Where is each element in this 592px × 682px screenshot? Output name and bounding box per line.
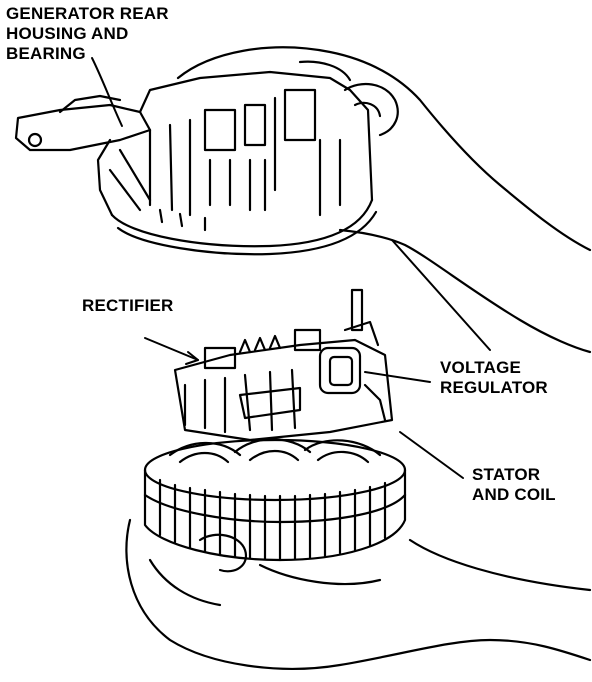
upper-hand	[176, 46, 592, 354]
leader-rectifier-arrowhead	[185, 351, 199, 365]
leader-housing-to-assembly	[391, 239, 491, 351]
label-stator-line1: STATOR	[472, 465, 541, 484]
leader-rectifier	[144, 337, 199, 361]
lower-hand	[125, 518, 592, 670]
leader-voltage-regulator	[364, 371, 431, 383]
label-voltage-line1: VOLTAGE	[440, 358, 522, 377]
label-voltage-line2: REGULATOR	[440, 378, 548, 397]
label-housing-line3: BEARING	[6, 44, 86, 63]
leader-housing	[91, 57, 123, 127]
rear-housing	[14, 70, 378, 256]
label-stator-line2: AND COIL	[472, 485, 556, 504]
leader-stator	[399, 431, 464, 479]
label-housing-line2: HOUSING AND	[6, 24, 129, 43]
rectifier-assembly	[173, 288, 394, 442]
leader-lines	[91, 57, 491, 479]
stator-and-coil	[143, 438, 407, 562]
label-rectifier: RECTIFIER	[82, 296, 174, 315]
label-housing-line1: GENERATOR REAR	[6, 4, 169, 23]
